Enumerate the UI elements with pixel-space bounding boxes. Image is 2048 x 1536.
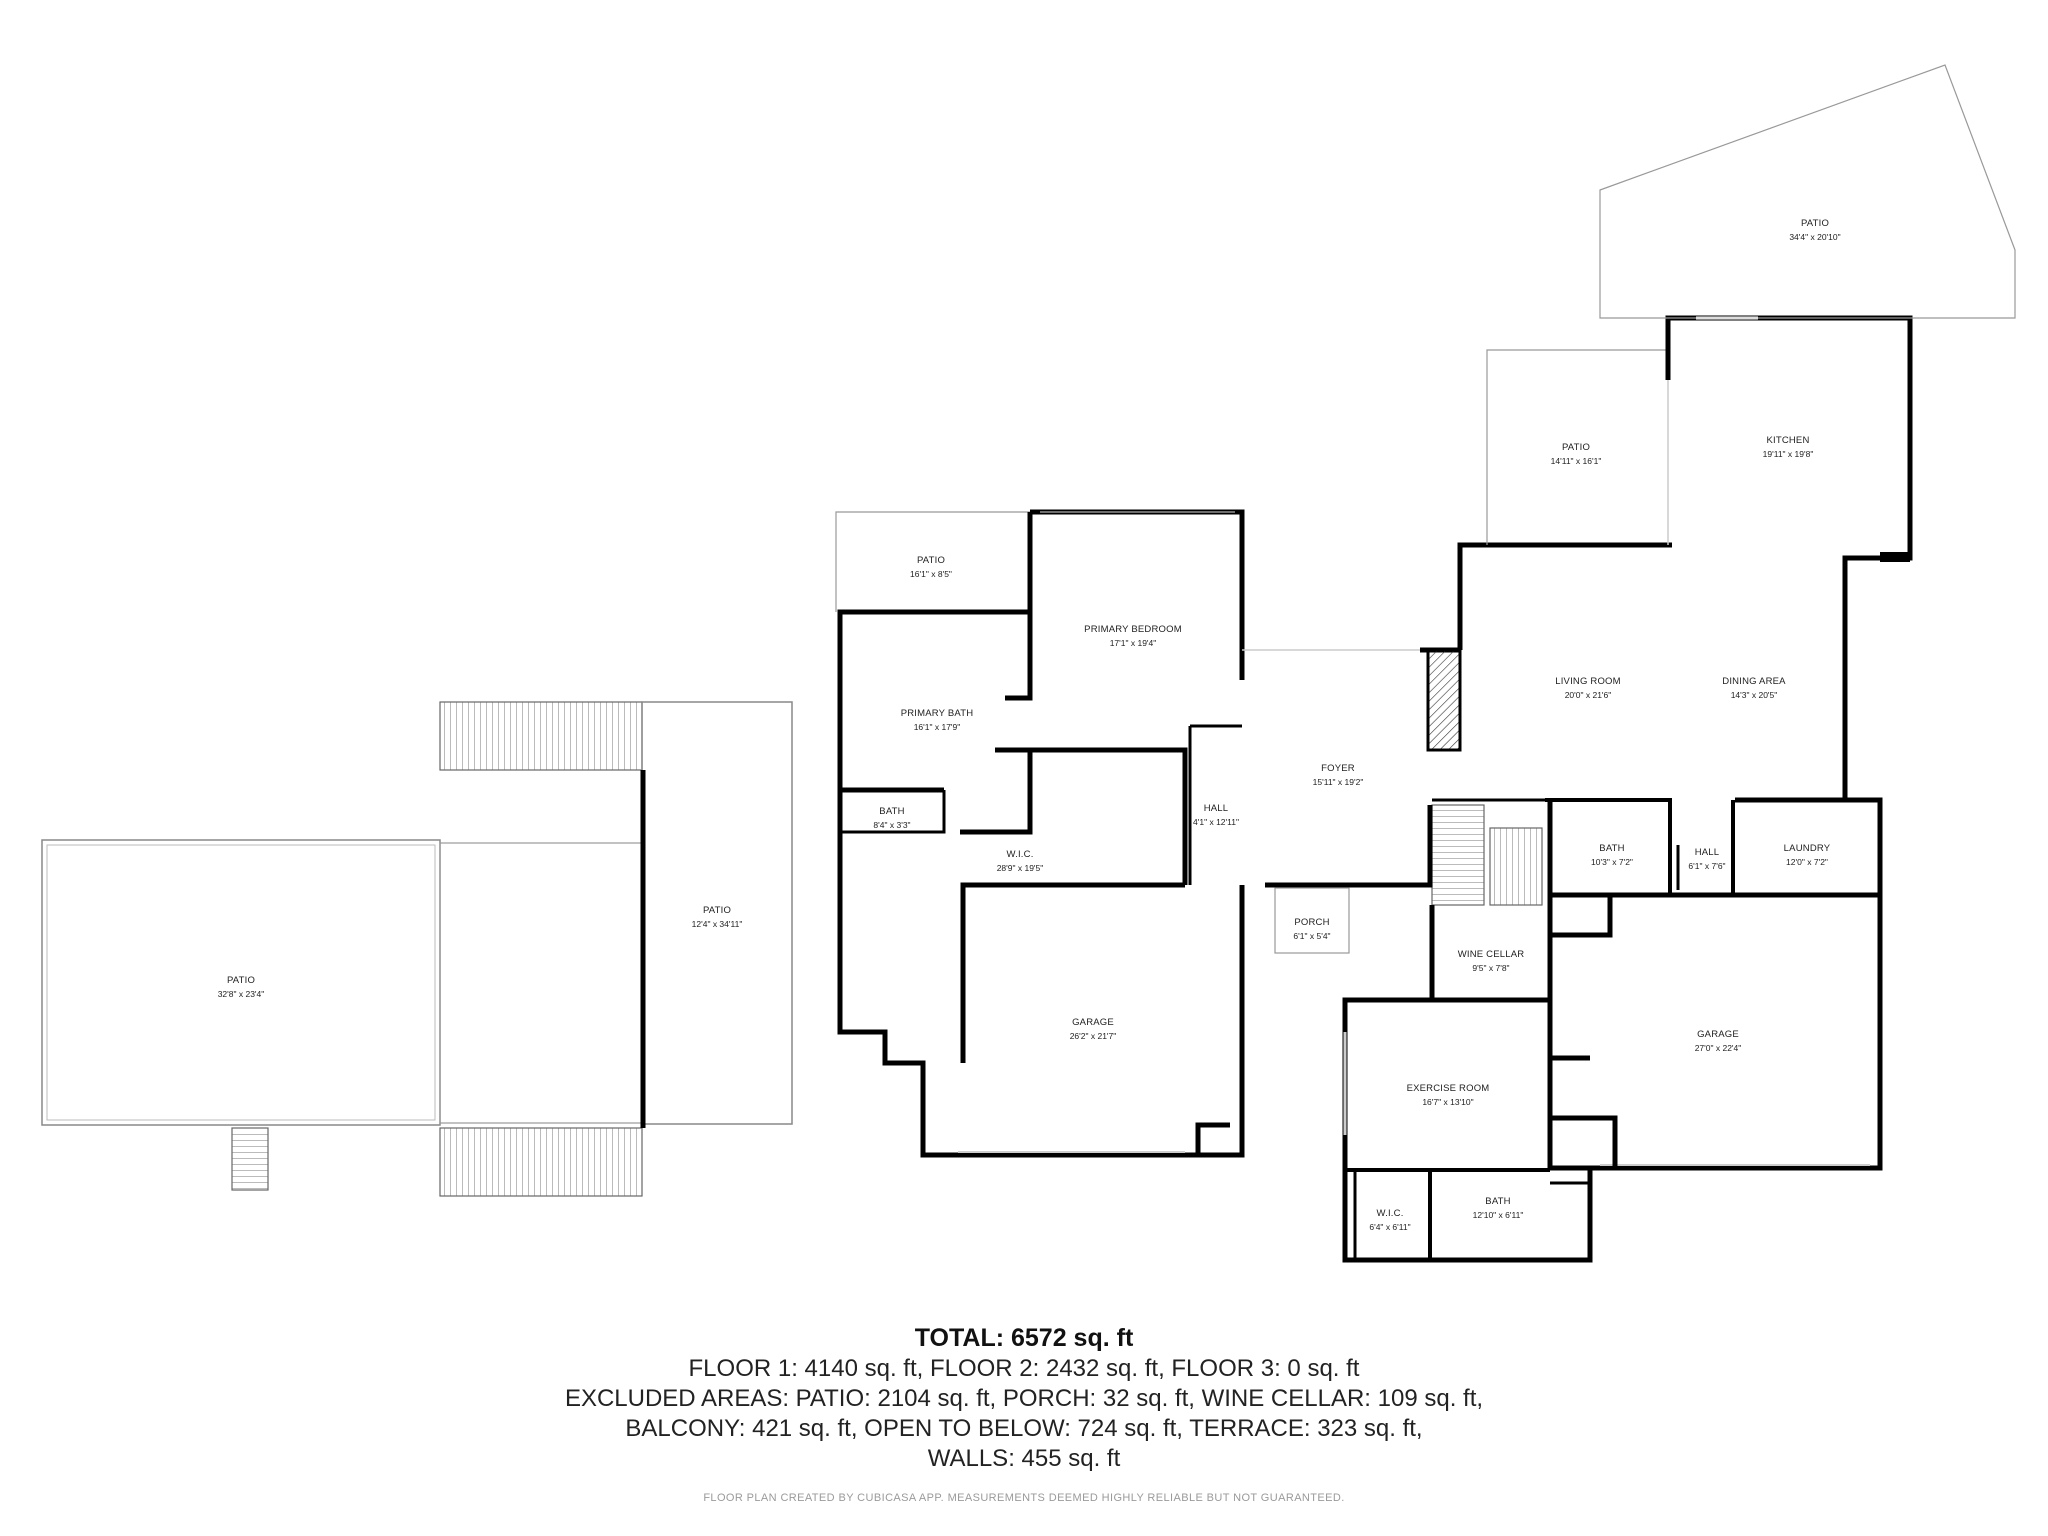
credit-note: FLOOR PLAN CREATED BY CUBICASA APP. MEAS… (703, 1492, 1345, 1504)
patio-long-dim: 12'4" x 34'11" (692, 919, 743, 929)
patio-bedroom-dim: 16'1" x 8'5" (910, 569, 952, 579)
primary-bedroom-label: PRIMARY BEDROOM (1084, 624, 1182, 635)
foyer-label: FOYER (1321, 763, 1355, 774)
floor-plan: PATIO 34'4" x 20'10" PATIO 14'11" x 16'1… (41, 64, 2016, 1263)
porch-label: PORCH (1294, 917, 1329, 928)
garage-left-label: GARAGE (1072, 1017, 1114, 1028)
patio-top-right-label: PATIO (1801, 218, 1829, 229)
garage-right-label: GARAGE (1697, 1029, 1739, 1040)
wine-cellar-dim: 9'5" x 7'8" (1472, 963, 1509, 973)
hall-center-label: HALL (1695, 847, 1720, 858)
dining-area-label: DINING AREA (1722, 676, 1786, 687)
stairs-top (439, 701, 643, 771)
stairs-bottom (439, 1127, 643, 1197)
laundry-label: LAUNDRY (1784, 843, 1831, 854)
room-labels: PATIO 34'4" x 20'10" PATIO 14'11" x 16'1… (218, 218, 1841, 1232)
dining-area-dim: 14'3" x 20'5" (1731, 690, 1778, 700)
patio-mid-right-dim: 14'11" x 16'1" (1551, 456, 1602, 466)
wic-small-dim: 6'4" x 6'11" (1369, 1222, 1410, 1232)
hall-left-dim: 4'1" x 12'11" (1193, 817, 1239, 827)
bath-center-label: BATH (1599, 843, 1624, 854)
bath-bottom-label: BATH (1485, 1196, 1510, 1207)
laundry-dim: 12'0" x 7'2" (1786, 857, 1828, 867)
patio-bedroom-label: PATIO (917, 555, 945, 566)
stairs-small (231, 1127, 269, 1191)
bath-center-dim: 10'3" x 7'2" (1591, 857, 1633, 867)
primary-bath-label: PRIMARY BATH (901, 708, 974, 719)
porch-outline (1274, 887, 1350, 954)
exercise-room-label: EXERCISE ROOM (1407, 1083, 1490, 1094)
living-room-dim: 20'0" x 21'6" (1565, 690, 1612, 700)
left-patio-group (41, 701, 793, 1197)
living-room-label: LIVING ROOM (1555, 676, 1621, 687)
hall-center-dim: 6'1" x 7'6" (1688, 861, 1725, 871)
bath-small-label: BATH (879, 806, 904, 817)
bath-bottom-dim: 12'10" x 6'11" (1473, 1210, 1524, 1220)
excluded-areas-1: EXCLUDED AREAS: PATIO: 2104 sq. ft, PORC… (564, 1385, 1484, 1412)
primary-bath-dim: 16'1" x 17'9" (914, 722, 961, 732)
foyer-dim: 15'11" x 19'2" (1313, 777, 1364, 787)
patio-large-dim: 32'8" x 23'4" (218, 989, 265, 999)
wine-cellar-label: WINE CELLAR (1458, 949, 1525, 960)
hall-left-label: HALL (1204, 803, 1229, 814)
patio-top-right-dim: 34'4" x 20'10" (1789, 232, 1840, 242)
floor-areas: FLOOR 1: 4140 sq. ft, FLOOR 2: 2432 sq. … (688, 1355, 1360, 1382)
bath-small-dim: 8'4" x 3'3" (873, 820, 910, 830)
wic-small-label: W.I.C. (1376, 1208, 1403, 1219)
area-summary: TOTAL: 6572 sq. ft FLOOR 1: 4140 sq. ft,… (0, 1322, 2048, 1474)
wic-large-label: W.I.C. (1006, 849, 1033, 860)
total-area: TOTAL: 6572 sq. ft (914, 1324, 1134, 1352)
kitchen-dim: 19'11" x 19'8" (1763, 449, 1814, 459)
garage-right-dim: 27'0" x 22'4" (1695, 1043, 1742, 1053)
patio-mid-right-label: PATIO (1562, 442, 1590, 453)
kitchen-label: KITCHEN (1766, 435, 1809, 446)
wic-large-dim: 28'9" x 19'5" (997, 863, 1044, 873)
stairs-center (1431, 804, 1485, 906)
walls-area: WALLS: 455 sq. ft (927, 1445, 1121, 1472)
porch-dim: 6'1" x 5'4" (1293, 931, 1330, 941)
exercise-room-dim: 16'7" x 13'10" (1422, 1097, 1473, 1107)
patio-large-label: PATIO (227, 975, 255, 986)
patio-long-label: PATIO (703, 905, 731, 916)
middle-floor-group (835, 64, 2016, 1263)
fireplace (1426, 648, 1462, 752)
excluded-areas-2: BALCONY: 421 sq. ft, OPEN TO BELOW: 724 … (625, 1415, 1423, 1442)
garage-left-dim: 26'2" x 21'7" (1070, 1031, 1117, 1041)
primary-bedroom-dim: 17'1" x 19'4" (1110, 638, 1157, 648)
